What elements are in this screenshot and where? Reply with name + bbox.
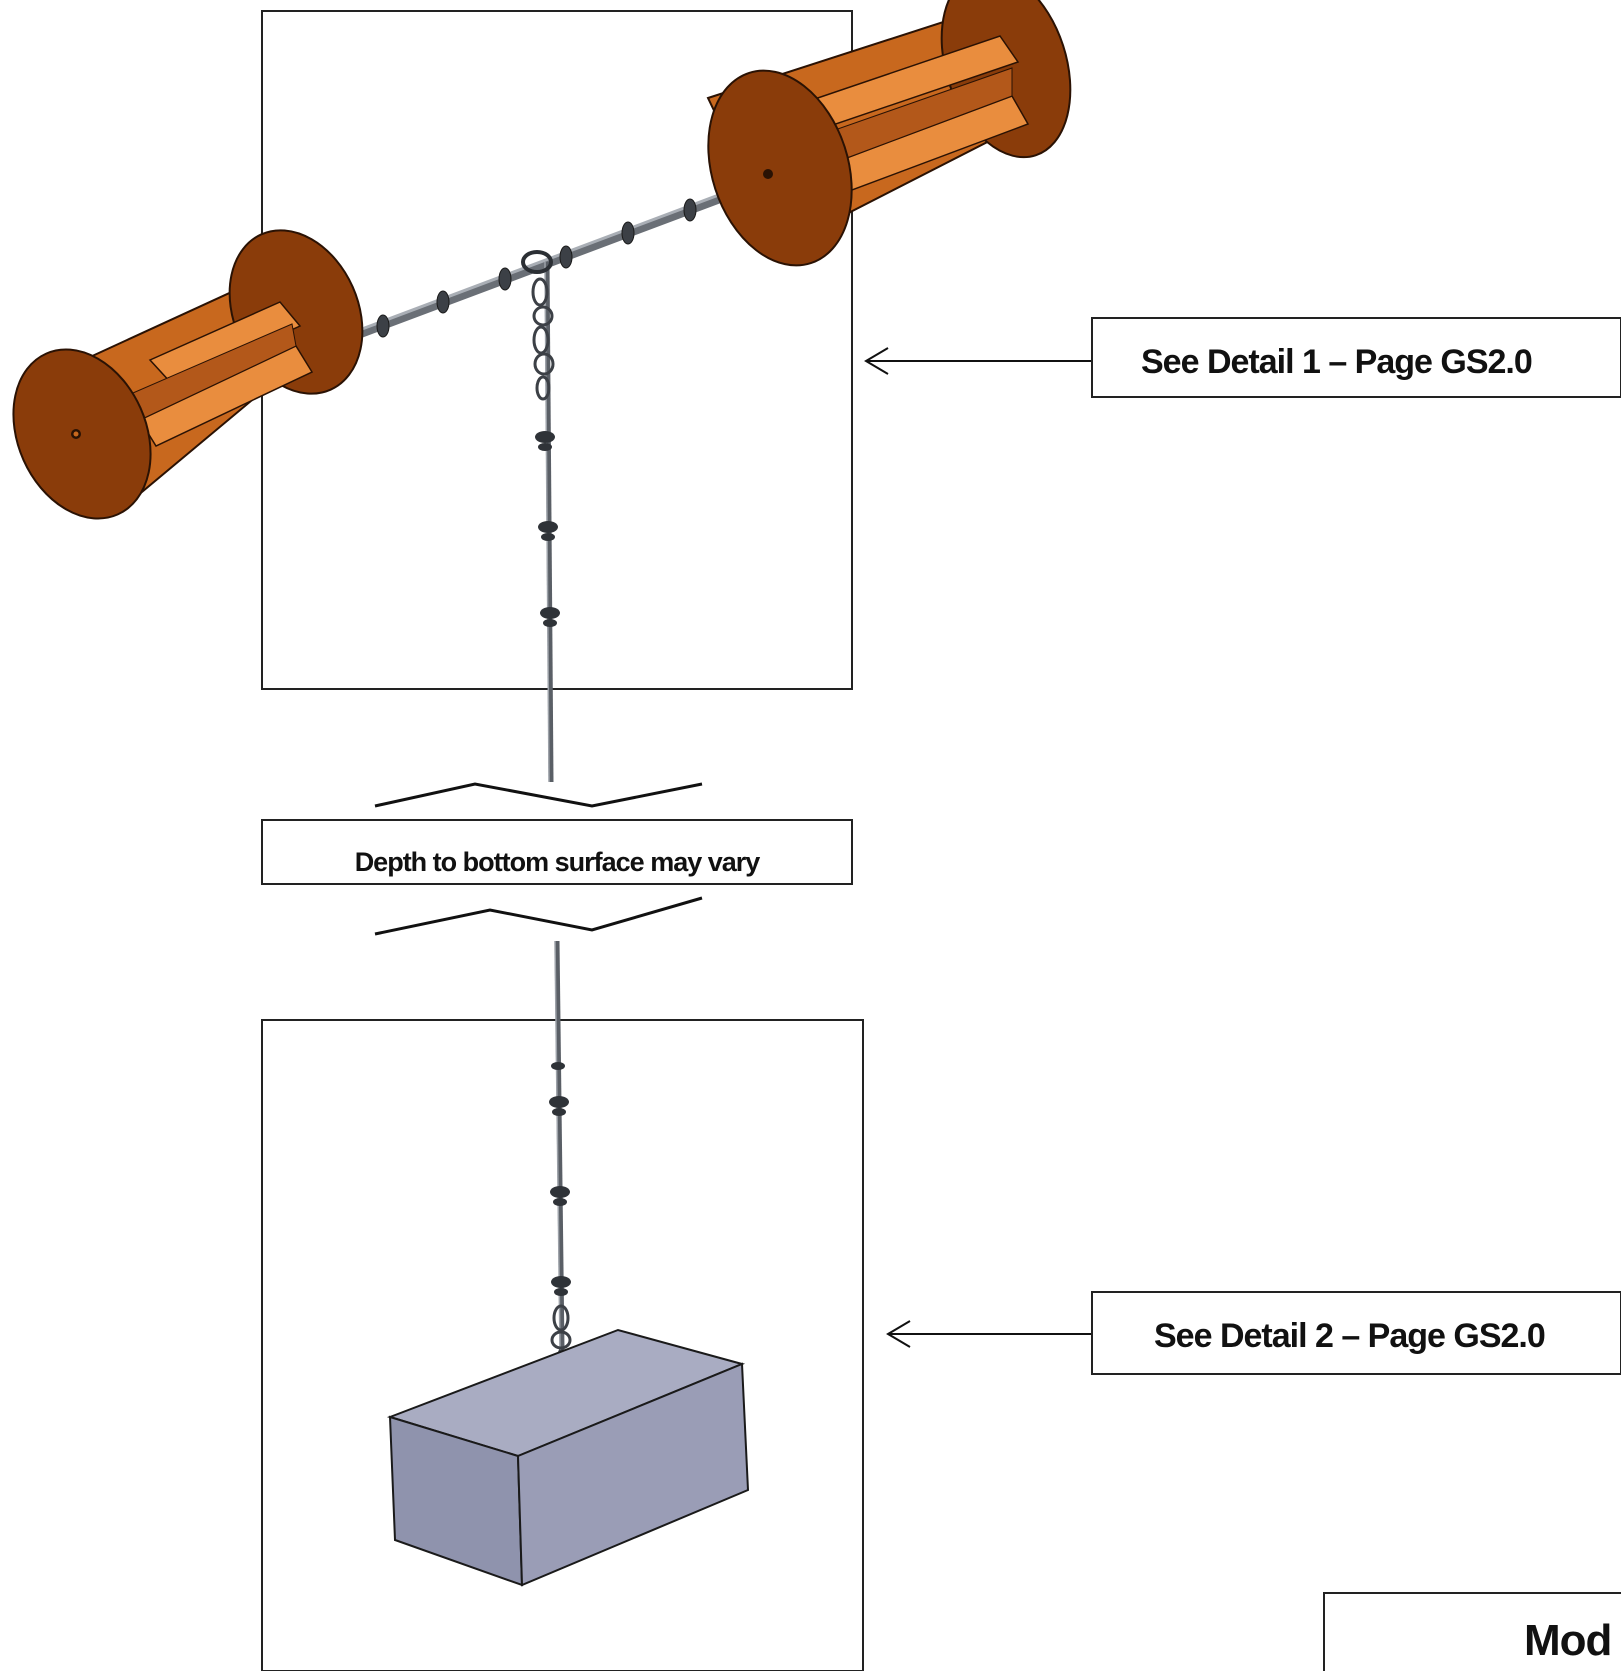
title-block: Mod — [1323, 1592, 1621, 1671]
detail-2-label: See Detail 2 – Page GS2.0 — [1154, 1317, 1545, 1355]
anchor-block — [386, 1328, 750, 1587]
break-line-lower — [374, 896, 703, 936]
break-line-upper — [374, 782, 703, 808]
detail-2-frame — [261, 1019, 864, 1671]
detail-1-callout: See Detail 1 – Page GS2.0 — [864, 317, 1621, 398]
depth-note-box: Depth to bottom surface may vary — [261, 819, 853, 885]
title-block-text: Mod — [1524, 1616, 1611, 1665]
arrow-left-icon — [864, 347, 889, 375]
detail-2-callout: See Detail 2 – Page GS2.0 — [886, 1291, 1621, 1375]
right-float — [706, 0, 1072, 267]
float-bar — [325, 170, 785, 350]
detail-1-label: See Detail 1 – Page GS2.0 — [1141, 343, 1532, 381]
upper-chain — [521, 250, 560, 783]
depth-note-text: Depth to bottom surface may vary — [355, 847, 761, 877]
left-float — [12, 229, 364, 520]
lower-chain — [538, 940, 597, 1399]
arrow-left-icon — [886, 1320, 911, 1348]
